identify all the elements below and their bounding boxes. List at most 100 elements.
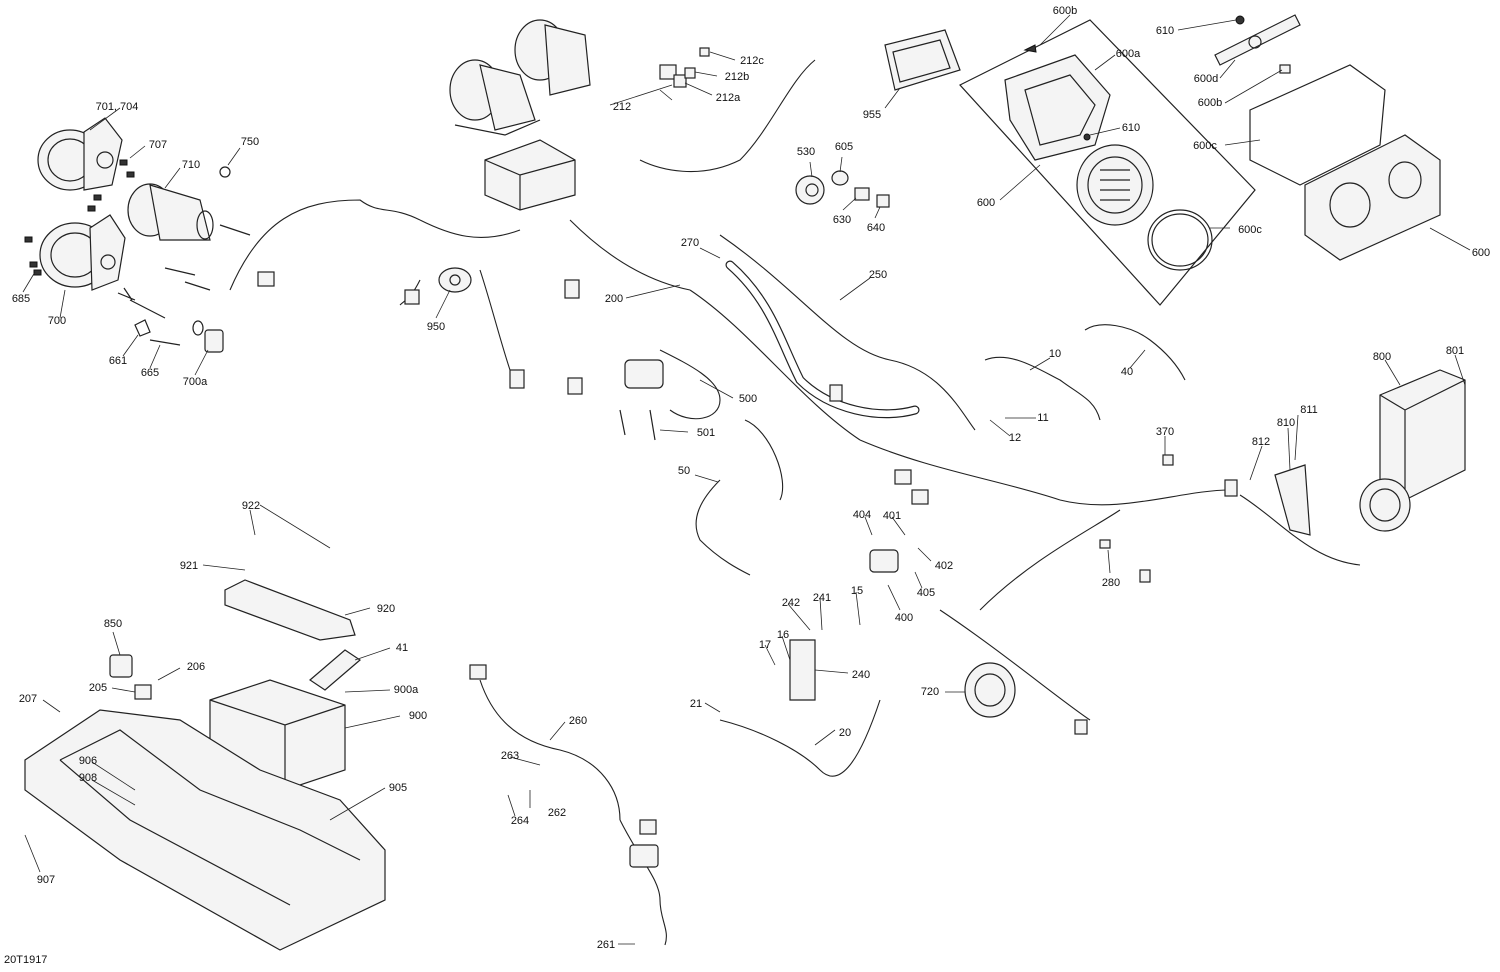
gauge-bracket-600d[interactable] xyxy=(1214,14,1301,66)
cable-20[interactable] xyxy=(719,699,881,777)
gauge-cluster-600[interactable] xyxy=(1304,134,1441,261)
callout-206[interactable]: 206 xyxy=(187,661,205,673)
callout-404[interactable]: 404 xyxy=(853,509,871,521)
callout-200[interactable]: 200 xyxy=(605,293,623,305)
callout-950[interactable]: 950 xyxy=(427,321,445,333)
callout-20[interactable]: 20 xyxy=(839,727,851,739)
display-955[interactable] xyxy=(884,29,961,91)
callout-812[interactable]: 812 xyxy=(1252,436,1270,448)
callout-800[interactable]: 800 xyxy=(1373,351,1391,363)
callout-640[interactable]: 640 xyxy=(867,222,885,234)
callout-262[interactable]: 262 xyxy=(548,807,566,819)
harness-50-500[interactable] xyxy=(659,349,784,576)
fuse-holder-205[interactable] xyxy=(134,684,152,700)
headlight-701-704[interactable] xyxy=(37,117,123,191)
callout-600c-bottom[interactable]: 600c xyxy=(1238,224,1262,236)
fuse-box[interactable] xyxy=(484,139,576,211)
callout-600b-mid[interactable]: 600b xyxy=(1198,97,1222,109)
callout-850[interactable]: 850 xyxy=(104,618,122,630)
callout-260[interactable]: 260 xyxy=(569,715,587,727)
callout-207[interactable]: 207 xyxy=(19,693,37,705)
callout-707[interactable]: 707 xyxy=(149,139,167,151)
harness-10[interactable] xyxy=(984,324,1186,421)
callout-50[interactable]: 50 xyxy=(678,465,690,477)
callout-405[interactable]: 405 xyxy=(917,587,935,599)
callout-710[interactable]: 710 xyxy=(182,159,200,171)
callout-610-mid[interactable]: 610 xyxy=(1122,122,1140,134)
callout-600-right[interactable]: 600 xyxy=(1472,247,1490,259)
callout-16[interactable]: 16 xyxy=(777,629,789,641)
callout-600d[interactable]: 600d xyxy=(1194,73,1218,85)
callout-801[interactable]: 801 xyxy=(1446,345,1464,357)
headlights-top-pair[interactable] xyxy=(449,19,591,136)
callout-11[interactable]: 11 xyxy=(1037,412,1048,424)
callout-921[interactable]: 921 xyxy=(180,560,198,572)
battery-tray-905[interactable] xyxy=(24,709,386,951)
callout-400[interactable]: 400 xyxy=(895,612,913,624)
callout-401[interactable]: 401 xyxy=(883,510,901,522)
headlight-bulb-710[interactable] xyxy=(127,183,214,241)
bulb-700a[interactable] xyxy=(192,320,224,353)
callout-270[interactable]: 270 xyxy=(681,237,699,249)
switch-530[interactable] xyxy=(795,175,825,205)
callout-241[interactable]: 241 xyxy=(813,592,831,604)
callout-701-704[interactable]: 701, 704 xyxy=(96,101,139,113)
fog-light-720[interactable] xyxy=(964,662,1016,718)
callout-700a[interactable]: 700a xyxy=(183,376,208,388)
callout-212[interactable]: 212 xyxy=(613,101,631,113)
headlight-700[interactable] xyxy=(39,214,126,291)
callout-750[interactable]: 750 xyxy=(241,136,259,148)
callout-370[interactable]: 370 xyxy=(1156,426,1174,438)
harness-sleeve-250-270[interactable] xyxy=(639,59,976,431)
callout-811[interactable]: 811 xyxy=(1300,404,1318,416)
callout-661[interactable]: 661 xyxy=(109,355,127,367)
callout-501[interactable]: 501 xyxy=(697,427,715,439)
gauge-housing-600a[interactable] xyxy=(1004,54,1111,161)
callout-41[interactable]: 41 xyxy=(396,642,408,654)
bracket-240[interactable] xyxy=(789,639,816,701)
callout-17[interactable]: 17 xyxy=(759,639,771,651)
relay-400[interactable] xyxy=(869,549,899,573)
callout-264[interactable]: 264 xyxy=(511,815,529,827)
callout-720[interactable]: 720 xyxy=(921,686,939,698)
callout-530[interactable]: 530 xyxy=(797,146,815,158)
fog-light-right[interactable] xyxy=(1359,478,1411,532)
callout-907[interactable]: 907 xyxy=(37,874,55,886)
callout-242[interactable]: 242 xyxy=(782,597,800,609)
bracket-810[interactable] xyxy=(1274,464,1311,536)
callout-600b-top[interactable]: 600b xyxy=(1053,5,1077,17)
callout-600-left[interactable]: 600 xyxy=(977,197,995,209)
fuse-850[interactable] xyxy=(109,654,133,678)
gauge-600[interactable] xyxy=(1076,144,1154,226)
callout-263[interactable]: 263 xyxy=(501,750,519,762)
connector-630-640[interactable] xyxy=(854,187,890,208)
battery-holder-920[interactable] xyxy=(224,579,356,641)
callout-21[interactable]: 21 xyxy=(690,698,702,710)
callout-630[interactable]: 630 xyxy=(833,214,851,226)
callout-955[interactable]: 955 xyxy=(863,109,881,121)
callout-212c[interactable]: 212c xyxy=(740,55,764,67)
callout-685[interactable]: 685 xyxy=(12,293,30,305)
horn-500[interactable] xyxy=(619,359,664,441)
callout-908[interactable]: 908 xyxy=(79,772,97,784)
callout-810[interactable]: 810 xyxy=(1277,417,1295,429)
callout-250[interactable]: 250 xyxy=(869,269,887,281)
callout-402[interactable]: 402 xyxy=(935,560,953,572)
cable-41[interactable] xyxy=(309,649,361,691)
callout-205[interactable]: 205 xyxy=(89,682,107,694)
callout-10[interactable]: 10 xyxy=(1049,348,1061,360)
callout-261[interactable]: 261 xyxy=(597,939,615,951)
callout-40[interactable]: 40 xyxy=(1121,366,1133,378)
callout-920[interactable]: 920 xyxy=(377,603,395,615)
knob-605[interactable] xyxy=(831,170,849,186)
callout-240[interactable]: 240 xyxy=(852,669,870,681)
callout-905[interactable]: 905 xyxy=(389,782,407,794)
callout-12[interactable]: 12 xyxy=(1009,432,1021,444)
callout-212a[interactable]: 212a xyxy=(716,92,741,104)
callout-900a[interactable]: 900a xyxy=(394,684,419,696)
gauge-ring-600c[interactable] xyxy=(1147,209,1213,271)
main-wiring-harness-200[interactable] xyxy=(229,199,1361,721)
ignition-switch-950[interactable] xyxy=(438,267,472,293)
callout-15[interactable]: 15 xyxy=(851,585,863,597)
callout-610-top[interactable]: 610 xyxy=(1156,25,1174,37)
